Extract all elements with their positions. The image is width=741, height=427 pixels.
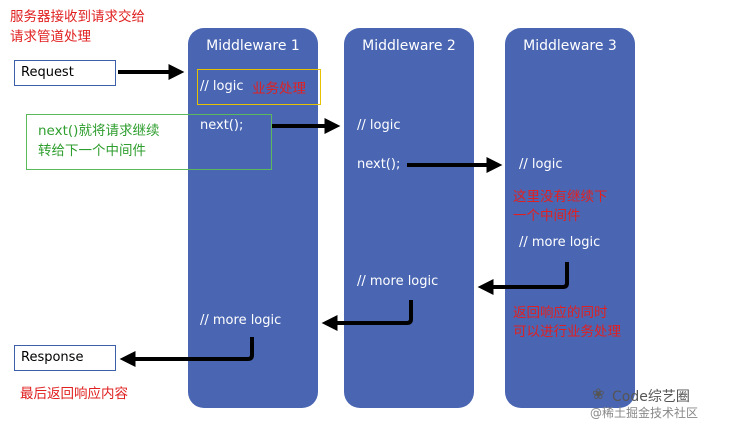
mw1-more-logic-text: // more logic: [200, 313, 282, 328]
request-box: Request: [14, 60, 116, 86]
mw2-more-logic-text: // more logic: [357, 274, 439, 289]
server-receive-annotation-line1: 服务器接收到请求交给: [10, 9, 145, 25]
business-highlight-box: [197, 69, 321, 105]
middleware-2-title: Middleware 2: [362, 38, 456, 54]
server-receive-annotation-line2: 请求管道处理: [10, 29, 91, 45]
mw2-logic-text: // logic: [357, 118, 401, 133]
no-next-annotation-line1: 这里没有继续下: [513, 189, 608, 205]
arrow-mw3-to-mw2: [477, 262, 569, 295]
response-box: Response: [14, 345, 116, 371]
no-next-annotation-line2: 一个中间件: [513, 208, 581, 224]
return-annotation-line1: 返回响应的同时: [513, 305, 608, 321]
mw3-logic-text: // logic: [519, 157, 563, 172]
return-annotation-line2: 可以进行业务处理: [513, 324, 621, 340]
business-annotation: 业务处理: [252, 81, 306, 97]
next-annotation-line1: next()就将请求继续: [38, 123, 160, 139]
mw1-logic-text: // logic: [200, 79, 244, 94]
watermark-line2: @稀土掘金技术社区: [590, 406, 699, 420]
middleware-3-column: Middleware 3: [505, 28, 635, 408]
next-annotation-box: [26, 114, 272, 170]
final-return-annotation: 最后返回响应内容: [20, 386, 128, 402]
mw1-next-text: next();: [200, 118, 244, 133]
watermark-icon: ❀: [592, 385, 605, 403]
middleware-3-title: Middleware 3: [523, 38, 617, 54]
middleware-2-column: Middleware 2: [344, 28, 474, 408]
next-annotation-line2: 转给下一个中间件: [38, 143, 146, 159]
arrow-mw2-to-mw1: [321, 300, 413, 331]
arrow-mw1-to-response: [119, 337, 254, 367]
mw2-next-text: next();: [357, 157, 401, 172]
middleware-1-title: Middleware 1: [206, 38, 300, 54]
watermark-line1: Code综艺圈: [612, 389, 690, 405]
mw3-more-logic-text: // more logic: [519, 235, 601, 250]
